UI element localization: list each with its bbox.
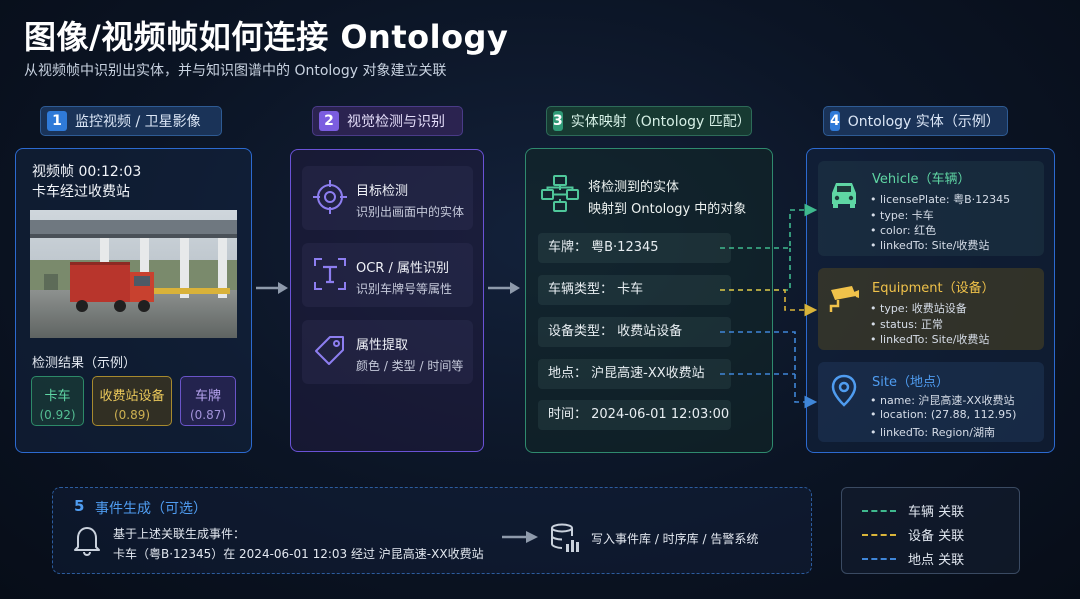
detection-toll-equipment: 收费站设备 (0.89) bbox=[92, 376, 172, 426]
legend-vehicle: 车辆 关联 bbox=[862, 501, 964, 520]
connector-equipment bbox=[720, 289, 818, 317]
legend-vehicle-swatch bbox=[862, 509, 896, 512]
legend-site-swatch bbox=[862, 557, 896, 560]
step-2-tag: 2 视觉检测与识别 bbox=[312, 106, 463, 136]
entity-site-line-3: • linkedTo: Region/湖南 bbox=[870, 426, 995, 439]
detection-card-ocr-desc: 识别车牌号等属性 bbox=[356, 282, 453, 296]
camera-icon bbox=[829, 286, 859, 312]
step-2-number: 2 bbox=[319, 111, 339, 131]
frame-caption: 卡车经过收费站 bbox=[32, 184, 130, 200]
mapping-intro-line2: 映射到 Ontology 中的对象 bbox=[588, 202, 747, 217]
step-1-number: 1 bbox=[47, 111, 67, 131]
bell-icon bbox=[74, 527, 100, 556]
event-step-number: 5 bbox=[74, 497, 85, 515]
detection-plate-score: (0.87) bbox=[189, 408, 227, 422]
detection-toll-equipment-score: (0.89) bbox=[113, 408, 151, 422]
video-frame-image bbox=[30, 210, 237, 338]
car-icon bbox=[832, 183, 856, 208]
tag-icon bbox=[315, 336, 344, 365]
detection-card-object-desc: 识别出画面中的实体 bbox=[356, 205, 465, 219]
detection-truck-label: 卡车 bbox=[44, 389, 71, 404]
detection-card-object: 目标检测 识别出画面中的实体 bbox=[302, 166, 473, 230]
detection-card-attributes-title: 属性提取 bbox=[356, 338, 409, 353]
entity-equipment-line-2: • status: 正常 bbox=[870, 318, 944, 331]
arrow-event-to-sink bbox=[502, 531, 538, 543]
detection-plate: 车牌 (0.87) bbox=[180, 376, 236, 426]
legend-site: 地点 关联 bbox=[862, 549, 964, 568]
panel-visual-detection bbox=[290, 149, 484, 452]
legend-equipment-label: 设备 关联 bbox=[908, 529, 965, 544]
legend-equipment-swatch bbox=[862, 533, 896, 536]
arrow-2-to-3 bbox=[488, 282, 520, 294]
step-2-label: 视觉检测与识别 bbox=[347, 114, 445, 130]
step-4-tag: 4 Ontology 实体（示例） bbox=[823, 106, 1008, 136]
detection-card-ocr: OCR / 属性识别 识别车牌号等属性 bbox=[302, 243, 473, 307]
event-description-line1: 基于上述关联生成事件： bbox=[113, 527, 246, 541]
entity-card-vehicle bbox=[818, 161, 1044, 256]
database-icon bbox=[551, 523, 579, 552]
detection-truck-score: (0.92) bbox=[39, 408, 76, 422]
ocr-text-icon bbox=[314, 258, 346, 290]
legend-equipment: 设备 关联 bbox=[862, 525, 964, 544]
legend-vehicle-label: 车辆 关联 bbox=[908, 505, 965, 520]
event-sink-label: 写入事件库 / 时序库 / 告警系统 bbox=[591, 532, 759, 546]
detection-card-attributes: 属性提取 颜色 / 类型 / 时间等 bbox=[302, 320, 473, 384]
step-3-label: 实体映射（Ontology 匹配） bbox=[570, 114, 751, 130]
entity-vehicle-line-2: • type: 卡车 bbox=[870, 209, 934, 222]
frame-title: 视频帧 00:12:03 bbox=[32, 164, 142, 180]
hierarchy-icon bbox=[541, 175, 579, 212]
entity-card-site bbox=[818, 362, 1044, 442]
detection-toll-equipment-label: 收费站设备 bbox=[99, 389, 165, 404]
detection-card-attributes-desc: 颜色 / 类型 / 时间等 bbox=[356, 359, 464, 373]
entity-site-line-2: • location: (27.88, 112.95) bbox=[870, 408, 1017, 421]
entity-vehicle-title: Vehicle（车辆） bbox=[872, 172, 971, 187]
target-icon bbox=[313, 180, 347, 214]
entity-vehicle-line-3: • color: 红色 bbox=[870, 224, 937, 237]
page-subtitle: 从视频帧中识别出实体，并与知识图谱中的 Ontology 对象建立关联 bbox=[24, 63, 447, 79]
connector-plate-vehicle bbox=[720, 203, 818, 249]
entity-vehicle-line-1: • licensePlate: 粤B·12345 bbox=[870, 193, 1011, 206]
mapping-row-plate: 车牌： 粤B·12345 bbox=[538, 233, 731, 263]
mapping-row-equipment-type: 设备类型： 收费站设备 bbox=[538, 317, 731, 347]
step-4-number: 4 bbox=[830, 111, 840, 131]
step-3-number: 3 bbox=[553, 111, 563, 131]
entity-site-line-1: • name: 沪昆高速-XX收费站 bbox=[870, 394, 1015, 407]
mapping-row-time: 时间： 2024-06-01 12:03:00 bbox=[538, 400, 731, 430]
mapping-row-vehicle-type: 车辆类型： 卡车 bbox=[538, 275, 731, 305]
legend bbox=[841, 487, 1020, 574]
page-title: 图像/视频帧如何连接 Ontology bbox=[24, 18, 509, 56]
entity-vehicle-line-4: • linkedTo: Site/收费站 bbox=[870, 239, 990, 252]
event-description-line2: 卡车（粤B·12345）在 2024-06-01 12:03 经过 沪昆高速-X… bbox=[113, 547, 484, 561]
connector-equipment-site bbox=[720, 331, 818, 409]
step-1-tag: 1 监控视频 / 卫星影像 bbox=[40, 106, 222, 136]
mapping-intro-line1: 将检测到的实体 bbox=[588, 180, 680, 195]
entity-equipment-line-1: • type: 收费站设备 bbox=[870, 302, 967, 315]
step-1-label: 监控视频 / 卫星影像 bbox=[75, 114, 201, 130]
mapping-connectors bbox=[720, 203, 818, 409]
event-title: 事件生成（可选） bbox=[95, 501, 207, 517]
panel-event-generation bbox=[52, 487, 812, 574]
step-4-label: Ontology 实体（示例） bbox=[847, 114, 1000, 130]
detection-truck: 卡车 (0.92) bbox=[31, 376, 84, 426]
arrow-1-to-2 bbox=[256, 282, 288, 294]
connector-vehicle-type bbox=[720, 248, 791, 291]
detection-card-ocr-title: OCR / 属性识别 bbox=[356, 261, 449, 276]
entity-equipment-title: Equipment（设备） bbox=[872, 281, 995, 296]
entity-equipment-line-3: • linkedTo: Site/收费站 bbox=[870, 333, 990, 346]
detection-card-object-title: 目标检测 bbox=[356, 184, 409, 199]
legend-site-label: 地点 关联 bbox=[908, 553, 965, 568]
detection-plate-label: 车牌 bbox=[194, 389, 221, 404]
detection-results-label: 检测结果（示例） bbox=[32, 356, 137, 371]
entity-card-equipment bbox=[818, 268, 1044, 350]
mapping-row-location: 地点： 沪昆高速-XX收费站 bbox=[538, 359, 731, 389]
entity-site-title: Site（地点） bbox=[872, 375, 949, 390]
step-3-tag: 3 实体映射（Ontology 匹配） bbox=[546, 106, 752, 136]
location-pin-icon bbox=[831, 374, 857, 407]
